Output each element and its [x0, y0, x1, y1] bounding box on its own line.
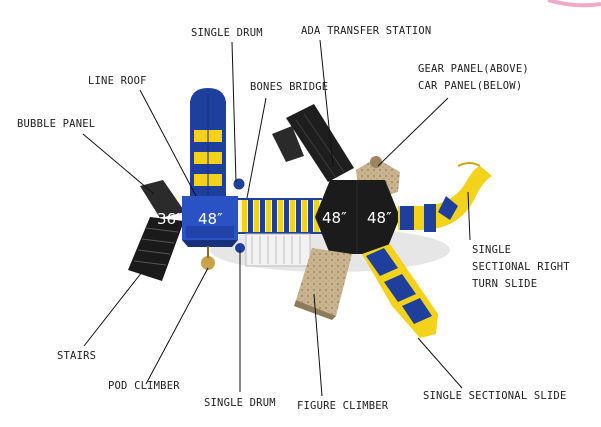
stairs [128, 217, 184, 281]
height-label-left-small: 36″ [157, 210, 182, 228]
height-label-right-b: 48″ [367, 209, 392, 227]
height-label-left-main: 48″ [198, 210, 223, 228]
ada-transfer-station [272, 104, 354, 182]
label-right-turn-slide-1: SINGLE [472, 244, 511, 256]
bubble-panel [140, 180, 185, 218]
label-single-drum-bottom: SINGLE DRUM [204, 397, 276, 409]
bones-bridge [238, 198, 322, 234]
label-bubble-panel: BUBBLE PANEL [17, 118, 95, 130]
tube-slide-left [190, 88, 226, 196]
pod-climber [201, 246, 215, 270]
leader-lines [82, 39, 471, 397]
label-pod-climber: POD CLIMBER [108, 380, 180, 392]
label-line-roof: LINE ROOF [88, 75, 147, 87]
label-stairs: STAIRS [57, 350, 96, 362]
bridge-underside [245, 233, 311, 267]
right-turn-slide [398, 162, 492, 232]
playground-graphic: 36″ 48″ 48″ 48″ [128, 88, 492, 338]
label-single-sectional-slide: SINGLE SECTIONAL SLIDE [423, 390, 566, 402]
label-bones-bridge: BONES BRIDGE [250, 81, 328, 93]
single-drum-bottom [235, 243, 245, 253]
corner-mark [547, 0, 601, 8]
sectional-slide [362, 244, 438, 338]
height-label-right-a: 48″ [322, 209, 347, 227]
label-car-panel: CAR PANEL(BELOW) [418, 80, 522, 92]
label-right-turn-slide-3: TURN SLIDE [472, 278, 537, 290]
single-drum-top [233, 178, 245, 190]
label-figure-climber: FIGURE CLIMBER [297, 400, 389, 412]
label-ada-transfer-station: ADA TRANSFER STATION [301, 25, 431, 37]
label-single-drum-top: SINGLE DRUM [191, 27, 263, 39]
label-gear-panel: GEAR PANEL(ABOVE) [418, 63, 529, 75]
line-roof-deck [182, 196, 238, 247]
label-right-turn-slide-2: SECTIONAL RIGHT [472, 261, 570, 273]
